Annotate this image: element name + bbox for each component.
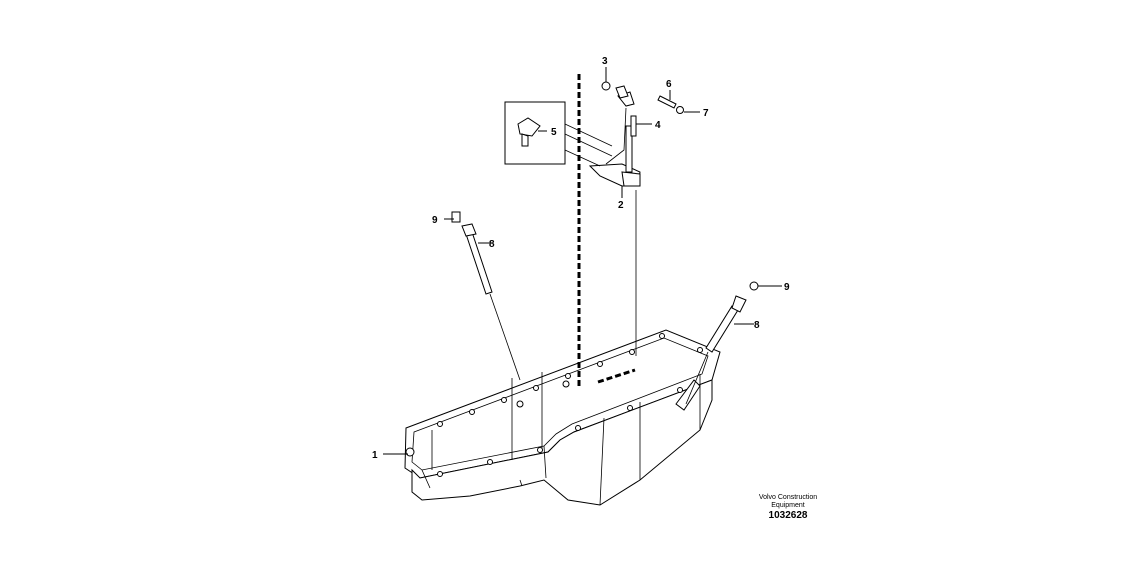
brand-line-1: Volvo Construction bbox=[759, 494, 817, 501]
figure-number: 1032628 bbox=[769, 510, 808, 521]
callout-1: 1 bbox=[372, 450, 378, 461]
callout-9-right: 9 bbox=[784, 282, 790, 293]
callout-3: 3 bbox=[602, 56, 608, 67]
detail-inset bbox=[504, 101, 613, 167]
callout-8-left: 8 bbox=[489, 239, 495, 250]
dipstick-left bbox=[451, 211, 521, 381]
callout-8-right: 8 bbox=[754, 320, 760, 331]
fittings bbox=[601, 81, 684, 137]
dipstick-right bbox=[685, 281, 759, 405]
callout-7: 7 bbox=[703, 108, 709, 119]
brand-line-2: Equipment bbox=[771, 502, 805, 509]
suction-pipe-dashed-lower bbox=[597, 368, 636, 384]
callout-9-left: 9 bbox=[432, 215, 438, 226]
oil-pan bbox=[404, 329, 721, 506]
callout-4: 4 bbox=[655, 120, 661, 131]
callout-5: 5 bbox=[551, 127, 557, 138]
callout-2: 2 bbox=[618, 200, 624, 211]
leader-lines bbox=[383, 67, 782, 455]
callout-6: 6 bbox=[666, 79, 672, 90]
